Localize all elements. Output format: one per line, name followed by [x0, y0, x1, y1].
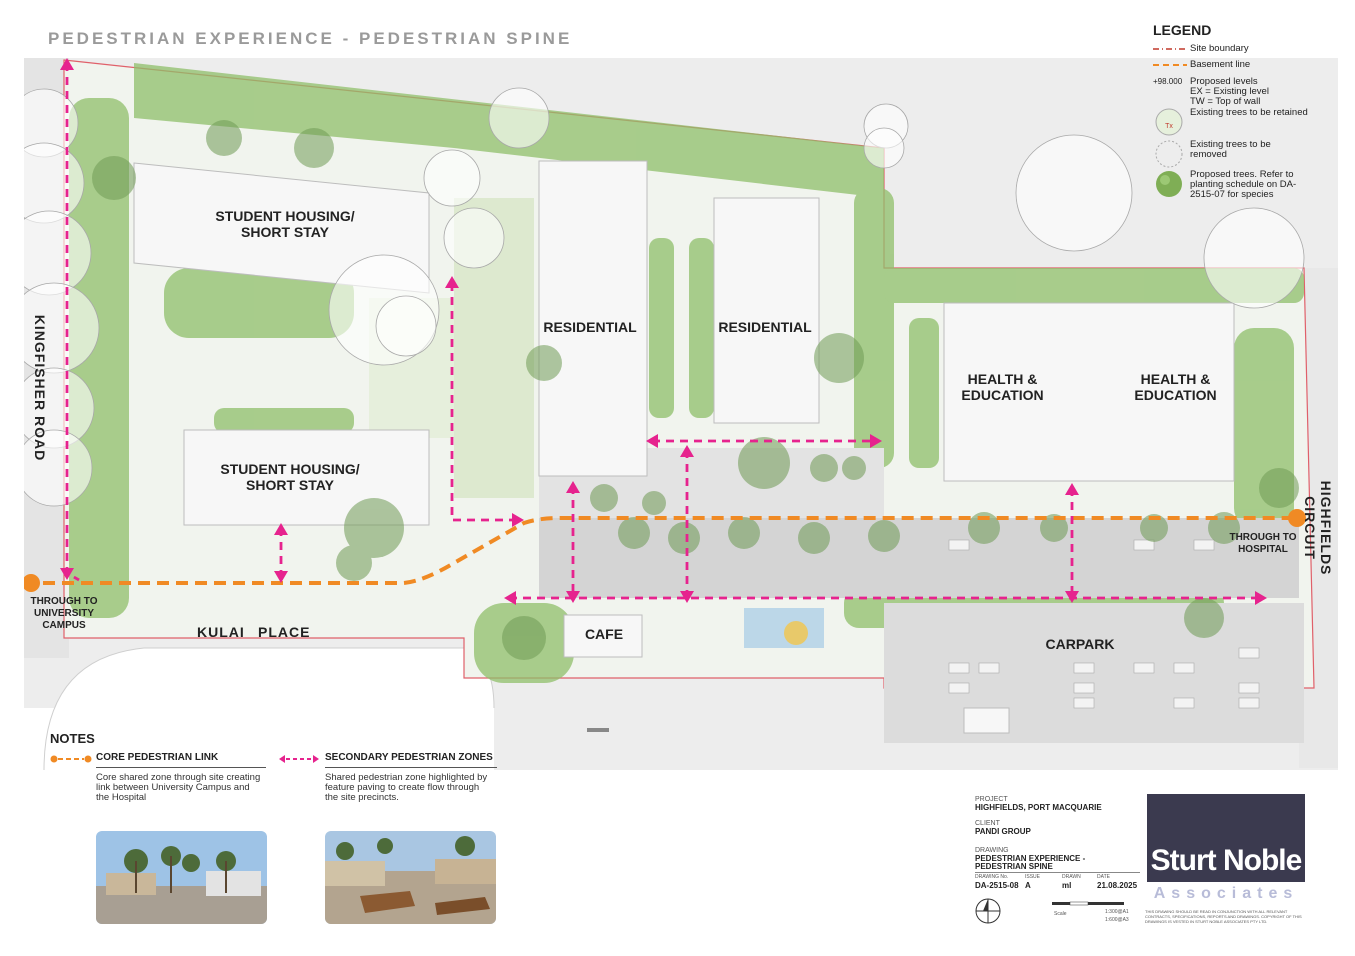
basement-line-symbol-icon [1153, 64, 1187, 66]
label-through-hospital: THROUGH TO HOSPITAL [1229, 532, 1297, 555]
client-label: CLIENT [975, 820, 1000, 827]
carpark-kiosk [963, 707, 1010, 734]
secondary-arrowheads [60, 58, 1267, 605]
legend-label: Site boundary [1190, 43, 1249, 54]
level-symbol: +98.000 [1153, 77, 1183, 86]
secondary-zone-body: Shared pedestrian zone highlighted by fe… [325, 772, 488, 803]
scale-a3: 1:600@A3 [1105, 917, 1129, 923]
core-pedestrian-link [24, 516, 1297, 585]
core-link-end-west [24, 574, 40, 592]
drawing-no-label: DRAWING No. [975, 874, 1009, 880]
label-through-university: THROUGH TO UNIVERSITY CAMPUS [30, 596, 98, 631]
legend-label: Existing trees to be retained [1190, 107, 1308, 118]
building-residential-2 [713, 197, 820, 424]
existing-trees [24, 87, 1305, 507]
label-kingfisher-road: KINGFISHER ROAD [32, 314, 48, 462]
legend-label: Existing trees to be removed [1190, 139, 1271, 160]
label-residential-1: RESIDENTIAL [543, 319, 637, 335]
proposed-trees [92, 120, 1299, 660]
issue-value: A [1025, 881, 1031, 890]
legend-label: Proposed trees. Refer to planting schedu… [1190, 169, 1297, 200]
logo-sub-text: Associates [1153, 885, 1299, 902]
issue-label: ISSUE [1025, 874, 1041, 880]
parked-cars [948, 539, 1260, 709]
label-student-housing-1: STUDENT HOUSING/ SHORT STAY [215, 208, 355, 240]
label-cafe: CAFE [584, 626, 624, 642]
label-health-education-2: HEALTH & EDUCATION [1134, 371, 1217, 403]
logo-main-text: Sturt Noble [1150, 844, 1303, 877]
title-block-divider [975, 872, 1140, 873]
tree-removed-icon [1155, 140, 1183, 168]
core-link-body: Core shared zone through site creating l… [96, 772, 261, 803]
drawn-label: DRAWN [1062, 874, 1081, 880]
company-logo: Sturt Noble [1147, 794, 1305, 882]
date-label: DATE [1097, 874, 1110, 880]
drawing-value: PEDESTRIAN EXPERIENCE - PEDESTRIAN SPINE [975, 854, 1086, 871]
svg-text:Tx: Tx [1165, 123, 1173, 130]
drawing-no-value: DA-2515-08 [975, 881, 1019, 890]
core-link-divider [96, 767, 266, 768]
building-health-education [943, 302, 1235, 482]
tree-proposed-icon [1156, 171, 1182, 197]
drawing-title: PEDESTRIAN EXPERIENCE - PEDESTRIAN SPINE [48, 29, 573, 48]
label-highfields-circuit: HIGHFIELDS CIRCUIT [1302, 480, 1334, 576]
drawn-value: ml [1062, 881, 1072, 890]
buildings [133, 160, 1235, 734]
building-residential-1 [538, 160, 648, 477]
site-plan-map [24, 58, 1338, 770]
legend-trees-proposed: Proposed trees. Refer to planting schedu… [1153, 170, 1343, 202]
label-place: PLACE [258, 624, 311, 640]
notes-title: NOTES [50, 731, 95, 746]
legend-title: LEGEND [1153, 22, 1212, 38]
project-label: PROJECT [975, 796, 1008, 803]
label-student-housing-2: STUDENT HOUSING/ SHORT STAY [220, 461, 360, 493]
secondary-zone-heading: SECONDARY PEDESTRIAN ZONES [325, 752, 493, 763]
core-link-symbol-icon [50, 755, 92, 763]
secondary-zone-divider [325, 767, 497, 768]
site-boundary-symbol-icon [1153, 48, 1187, 50]
central-street-paving [539, 518, 1299, 598]
legend-label: Proposed levels EX = Existing level TW =… [1190, 76, 1269, 107]
legend-label: Basement line [1190, 59, 1251, 70]
label-residential-2: RESIDENTIAL [718, 319, 812, 335]
legend-site-boundary: Site boundary [1153, 44, 1343, 56]
tree-retained-icon: Tx [1155, 108, 1183, 136]
date-value: 21.08.2025 [1097, 881, 1138, 890]
disclaimer: THIS DRAWING SHOULD BE READ IN CONJUNCTI… [1145, 909, 1302, 924]
drawing-label: DRAWING [975, 847, 1009, 854]
legend-basement-line: Basement line [1153, 60, 1343, 72]
client-value: PANDI GROUP [975, 827, 1031, 836]
playground-feature [784, 621, 808, 645]
label-carpark: CARPARK [1045, 636, 1115, 652]
map-marker-bar [587, 728, 609, 732]
secondary-zone-symbol-icon [279, 755, 319, 763]
north-arrow-icon [975, 898, 1001, 924]
core-link-heading: CORE PEDESTRIAN LINK [96, 752, 219, 763]
project-value: HIGHFIELDS, PORT MACQUARIE [975, 803, 1102, 812]
scale-a1: 1:300@A1 [1105, 909, 1129, 915]
legend-trees-retained: Tx Existing trees to be retained [1153, 108, 1343, 138]
core-link-end-east [1288, 509, 1306, 527]
label-kulai: KULAI [197, 624, 245, 640]
legend-proposed-levels: +98.000 Proposed levels EX = Existing le… [1153, 77, 1343, 109]
playground [744, 608, 824, 648]
building-cafe [563, 614, 643, 658]
legend-trees-removed: Existing trees to be removed [1153, 140, 1343, 170]
scale-bar-icon [1052, 901, 1124, 906]
photo-feature-paving-plaza [325, 831, 496, 924]
scale-label: Scale [1054, 911, 1067, 917]
label-health-education-1: HEALTH & EDUCATION [961, 371, 1044, 403]
photo-shared-zone-street [96, 831, 267, 924]
